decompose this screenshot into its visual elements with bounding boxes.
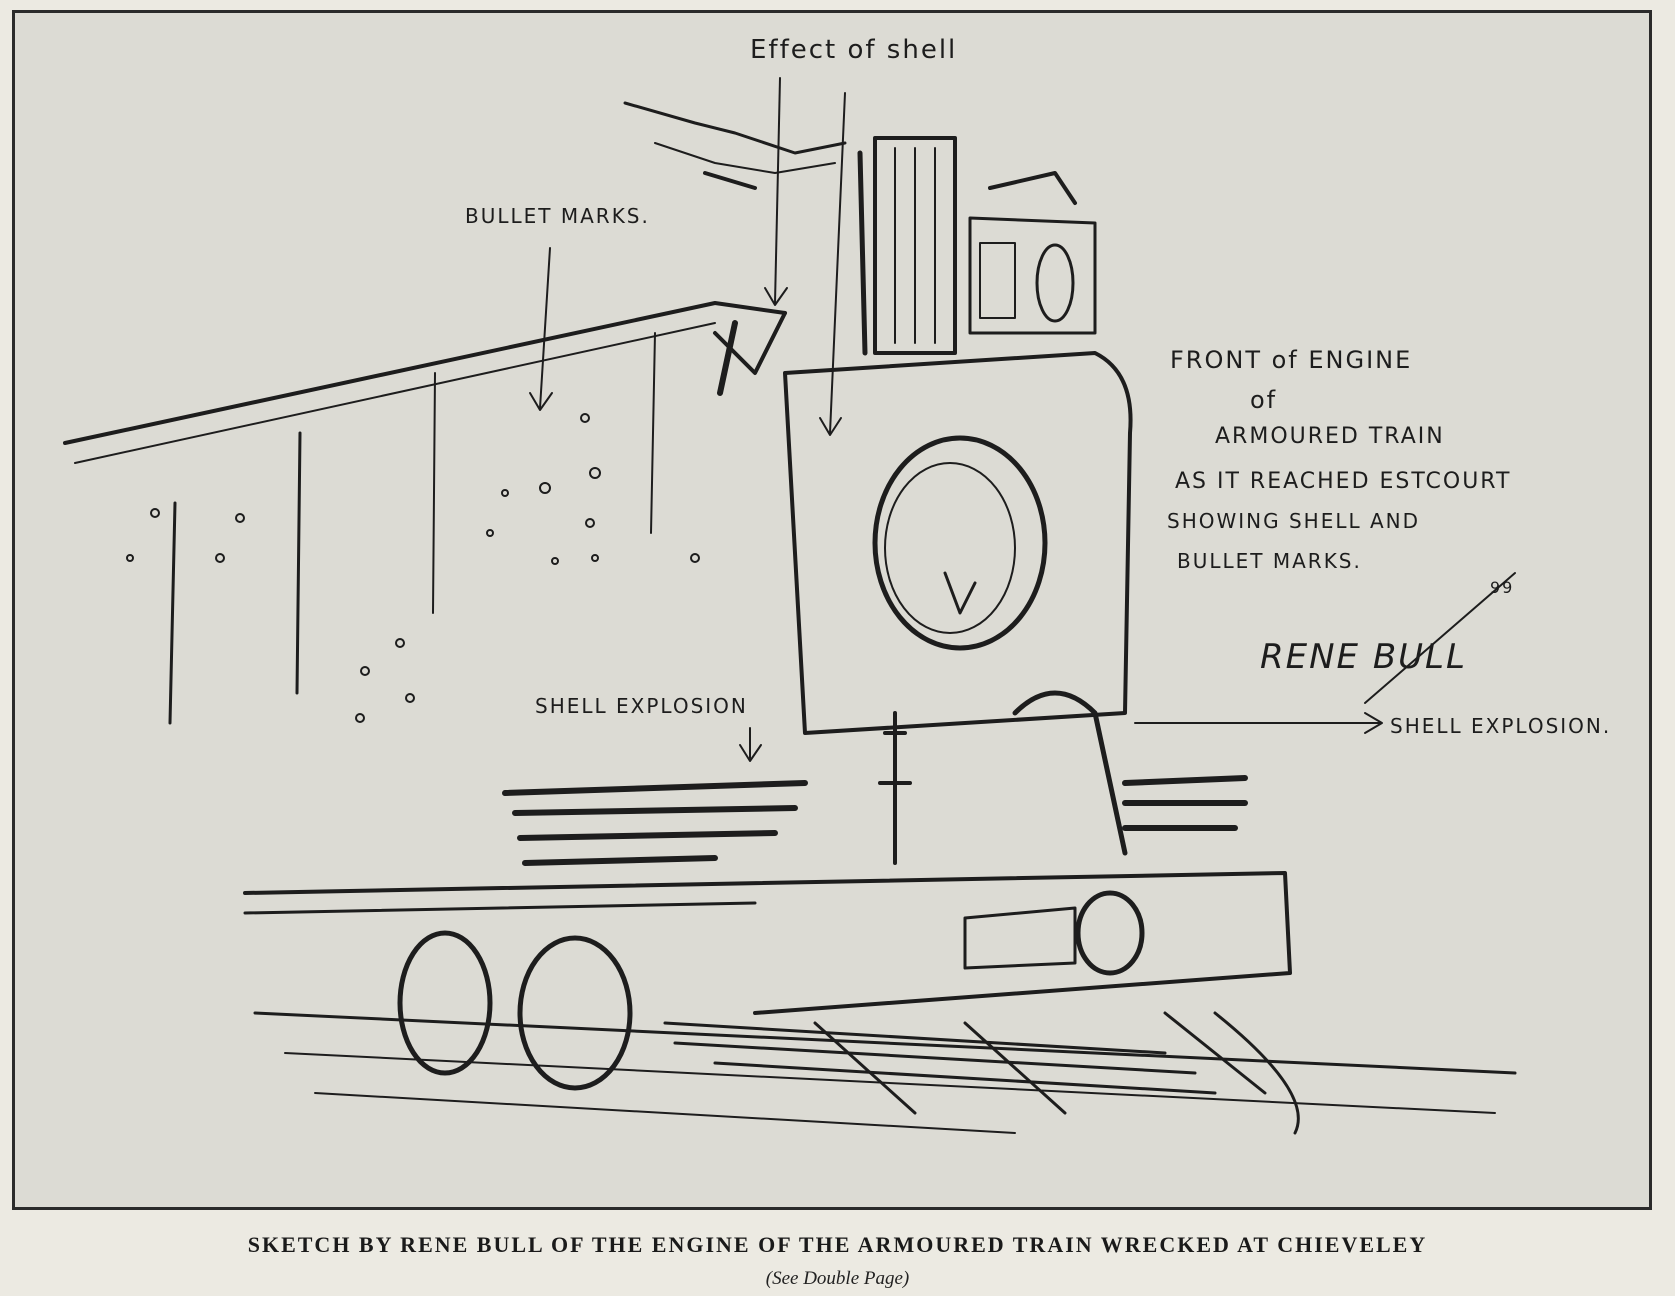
- rail-line: [314, 1092, 1016, 1134]
- door-handle: [943, 571, 977, 615]
- coupling-bracket: [1012, 690, 1128, 856]
- smoke-debris: [703, 171, 757, 190]
- panel-line: [650, 332, 656, 534]
- shell-damage-mark: [717, 320, 738, 396]
- wheel: [397, 930, 493, 1076]
- pointer-arrow: [829, 92, 846, 434]
- locomotive-sketch: Effect of shell BULLET MARKS. SHELL EXPL…: [63, 35, 1611, 1135]
- pointer-arrow: [1364, 712, 1383, 734]
- rail-line: [284, 1052, 1496, 1114]
- annotation-front-line2: of: [1250, 386, 1277, 414]
- buffer-beam: [243, 901, 757, 915]
- pointer-arrow: [774, 77, 781, 304]
- smokebox-front: [783, 351, 1133, 735]
- chimney-shading: [857, 150, 868, 356]
- cab-dome: [968, 216, 1097, 335]
- annotation-bullet-marks: BULLET MARKS.: [465, 204, 650, 228]
- smokebox-door: [872, 435, 1048, 651]
- annotation-front-line4: AS IT REACHED ESTCOURT: [1175, 469, 1511, 494]
- smoke-debris: [623, 101, 847, 155]
- cab-window: [979, 242, 1016, 319]
- sketch-illustration: Effect of shell BULLET MARKS. SHELL EXPL…: [12, 10, 1652, 1210]
- annotation-effect-of-shell: Effect of shell: [750, 35, 957, 65]
- lamp-post: [878, 711, 912, 865]
- pilot-cowcatcher: [1213, 1011, 1300, 1135]
- signature-flourish: [1364, 572, 1516, 704]
- annotation-front-line3: ARMOURED TRAIN: [1215, 424, 1445, 449]
- undercarriage-shading: [663, 1011, 1267, 1115]
- caption-title: SKETCH BY RENE BULL OF THE ENGINE OF THE…: [247, 1232, 1428, 1257]
- annotation-shell-explosion-right: SHELL EXPLOSION.: [1390, 714, 1611, 738]
- smokebox-door-inner: [884, 462, 1016, 634]
- pointer-arrow: [739, 744, 762, 762]
- pointer-arrow: [529, 392, 553, 411]
- buffer-beam: [243, 871, 1292, 1015]
- panel-line: [295, 431, 302, 695]
- annotation-front-line6: BULLET MARKS.: [1177, 549, 1362, 573]
- pointer-arrow: [819, 417, 842, 436]
- caption-subtitle: (See Double Page): [765, 1268, 910, 1289]
- chimney: [873, 136, 957, 355]
- annotation-shell-explosion: SHELL EXPLOSION: [535, 694, 748, 718]
- cab-porthole: [1035, 243, 1075, 323]
- buffer: [1075, 890, 1145, 976]
- smoke-debris: [988, 171, 1077, 205]
- artist-signature: RENE BULL: [1260, 637, 1467, 677]
- bullet-marks: [126, 413, 700, 723]
- panel-line: [168, 501, 177, 725]
- boiler-top-line: [74, 322, 716, 464]
- panel-line: [432, 372, 436, 614]
- annotation-front-line1: FRONT of ENGINE: [1170, 346, 1412, 374]
- cylinder-block-shading: [502, 775, 1248, 866]
- wheel: [517, 935, 633, 1091]
- chimney-shading: [894, 147, 936, 344]
- rail-line: [253, 1011, 1517, 1075]
- signature-year: 99: [1490, 578, 1514, 597]
- smoke-debris: [654, 142, 836, 174]
- pointer-arrow: [764, 287, 788, 306]
- annotation-front-line5: SHOWING SHELL AND: [1167, 509, 1420, 533]
- pointer-arrow: [539, 247, 551, 409]
- buffer-housing: [963, 906, 1077, 970]
- boiler-top-line: [63, 301, 787, 445]
